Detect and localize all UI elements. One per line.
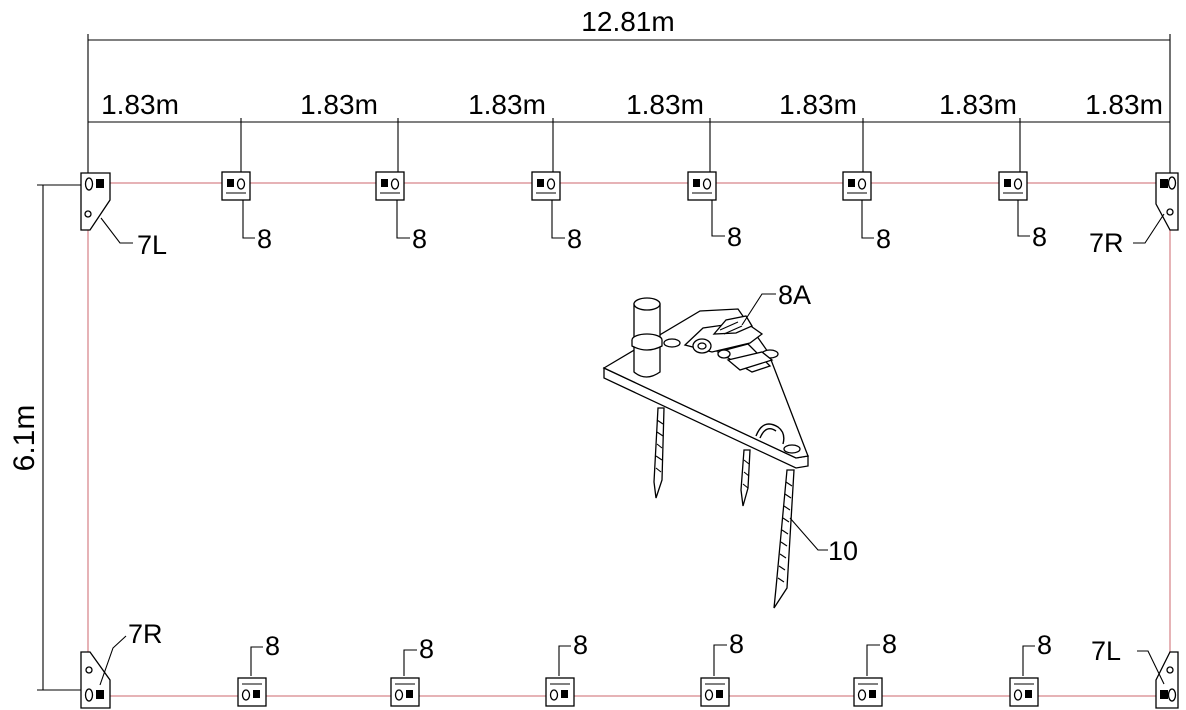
tent-outline (87, 182, 1171, 697)
top-plate-4 (687, 171, 717, 201)
stake-left (653, 407, 665, 499)
bottom-left-corner-leader (99, 635, 127, 686)
overall-width-dimension: 12.81m (87, 6, 1171, 176)
top-plate-label-5: 8 (876, 224, 891, 254)
spacing-dimension: 1.83m 1.83m 1.83m 1.83m 1.83m 1.83m 1.83… (88, 89, 1170, 176)
top-plate-label-6: 8 (1032, 222, 1047, 252)
overall-height-dimension: 6.1m (8, 184, 82, 691)
bottom-plate-2 (390, 677, 420, 707)
bottom-plate-leaders (250, 644, 1035, 676)
top-plate-3 (531, 171, 561, 201)
stake-leader (789, 517, 828, 551)
top-left-corner-plate (80, 172, 111, 231)
spacing-label-1: 1.83m (101, 89, 179, 120)
overall-width-label: 12.81m (581, 6, 674, 37)
corner-plate-detail (602, 297, 809, 609)
spacing-label-6: 1.83m (939, 89, 1017, 120)
bottom-plate-4 (700, 677, 730, 707)
top-right-corner-leader (1133, 213, 1165, 244)
top-right-corner-plate (1155, 172, 1179, 231)
bottom-left-corner-plate (80, 651, 111, 709)
top-plate-label-4: 8 (727, 222, 742, 252)
top-left-corner-leader (100, 217, 133, 244)
stake-middle (740, 449, 751, 507)
top-plate-6 (998, 171, 1028, 201)
spacing-label-5: 1.83m (779, 89, 857, 120)
top-plate-leaders (242, 200, 1030, 239)
top-plate-5 (842, 171, 872, 201)
spacing-label-3: 1.83m (468, 89, 546, 120)
top-plate-label-1: 8 (257, 224, 272, 254)
bottom-plate-6 (1009, 677, 1039, 707)
top-plate-label-3: 8 (567, 224, 582, 254)
vertical-post (631, 297, 663, 378)
ratchet-hook (683, 315, 774, 373)
hook-leader (741, 293, 776, 326)
bottom-plate-label-2: 8 (419, 634, 434, 664)
bottom-plate-5 (853, 677, 883, 707)
hook-label: 8A (778, 280, 811, 310)
stake-label: 10 (828, 536, 858, 566)
bottom-plate-3 (545, 677, 575, 707)
bottom-left-corner-label: 7R (128, 619, 163, 649)
spacing-label-2: 1.83m (300, 89, 378, 120)
bottom-plate-label-4: 8 (729, 629, 744, 659)
bottom-plate-label-6: 8 (1037, 630, 1052, 660)
top-plate-1 (221, 171, 251, 201)
bottom-right-corner-label: 7L (1091, 636, 1121, 666)
bottom-plate-1 (237, 677, 267, 707)
top-plate-label-2: 8 (412, 224, 427, 254)
spacing-label-7: 1.83m (1085, 89, 1163, 120)
top-left-corner-label: 7L (137, 230, 167, 260)
bottom-plate-label-5: 8 (882, 629, 897, 659)
top-right-corner-label: 7R (1089, 228, 1124, 258)
bottom-plate-label-3: 8 (573, 630, 588, 660)
overall-height-label: 6.1m (8, 405, 41, 472)
spacing-label-4: 1.83m (626, 89, 704, 120)
bottom-right-corner-plate (1155, 651, 1179, 709)
bottom-plate-label-1: 8 (265, 631, 280, 661)
top-plate-2 (375, 171, 405, 201)
bottom-right-corner-leader (1137, 650, 1165, 685)
stake-long (773, 469, 795, 609)
